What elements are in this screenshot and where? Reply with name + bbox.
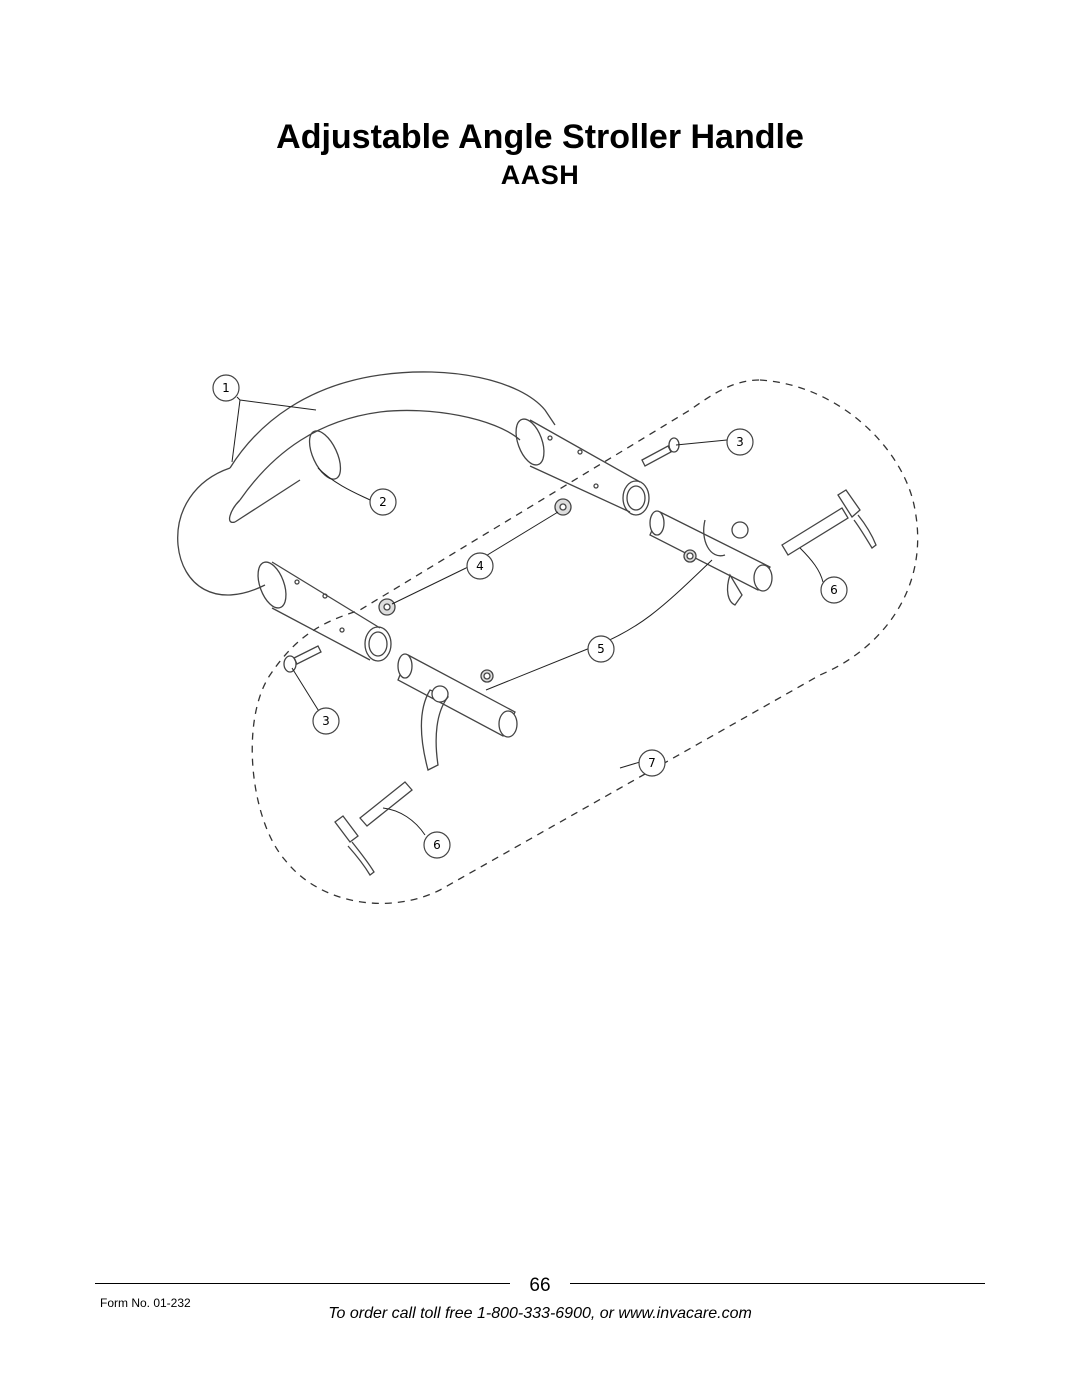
model-code: AASH (500, 160, 580, 190)
lock-pin-lower (334, 781, 413, 876)
shoulder-bolt-lower (283, 645, 322, 673)
callout-5: 5 (587, 635, 615, 663)
lock-pin-upper (781, 489, 877, 556)
svg-text:2: 2 (379, 495, 387, 509)
footer-rule-left (95, 1283, 510, 1284)
callout-1: 1 (212, 374, 240, 402)
lock-nut-upper (554, 498, 572, 516)
leader-lines (231, 396, 824, 836)
svg-text:1: 1 (222, 381, 230, 395)
callout-2: 2 (369, 488, 397, 516)
order-info: To order call toll free 1-800-333-6900, … (328, 1305, 752, 1322)
svg-text:6: 6 (433, 838, 441, 852)
svg-text:4: 4 (476, 559, 484, 573)
callout-4: 4 (466, 552, 494, 580)
stroller-handle-frame (177, 371, 650, 662)
angle-clamp-upper (649, 510, 773, 606)
svg-text:5: 5 (597, 642, 605, 656)
callout-6-upper: 6 (820, 576, 848, 604)
page-title: Adjustable Angle Stroller Handle (276, 118, 804, 156)
svg-text:7: 7 (648, 756, 656, 770)
svg-text:3: 3 (736, 435, 744, 449)
svg-text:6: 6 (830, 583, 838, 597)
hardware-kit-boundary (251, 379, 919, 905)
lock-nut-lower (378, 598, 396, 616)
callout-3-upper: 3 (726, 428, 754, 456)
shoulder-bolt-upper (641, 437, 680, 467)
callout-7: 7 (638, 749, 666, 777)
form-number: Form No. 01-232 (100, 1296, 191, 1310)
svg-text:3: 3 (322, 714, 330, 728)
footer-rule-right (570, 1283, 985, 1284)
callout-3-lower: 3 (312, 707, 340, 735)
callout-6-lower: 6 (423, 831, 451, 859)
angle-clamp-lower (397, 653, 518, 771)
page-number: 66 (529, 1275, 551, 1296)
